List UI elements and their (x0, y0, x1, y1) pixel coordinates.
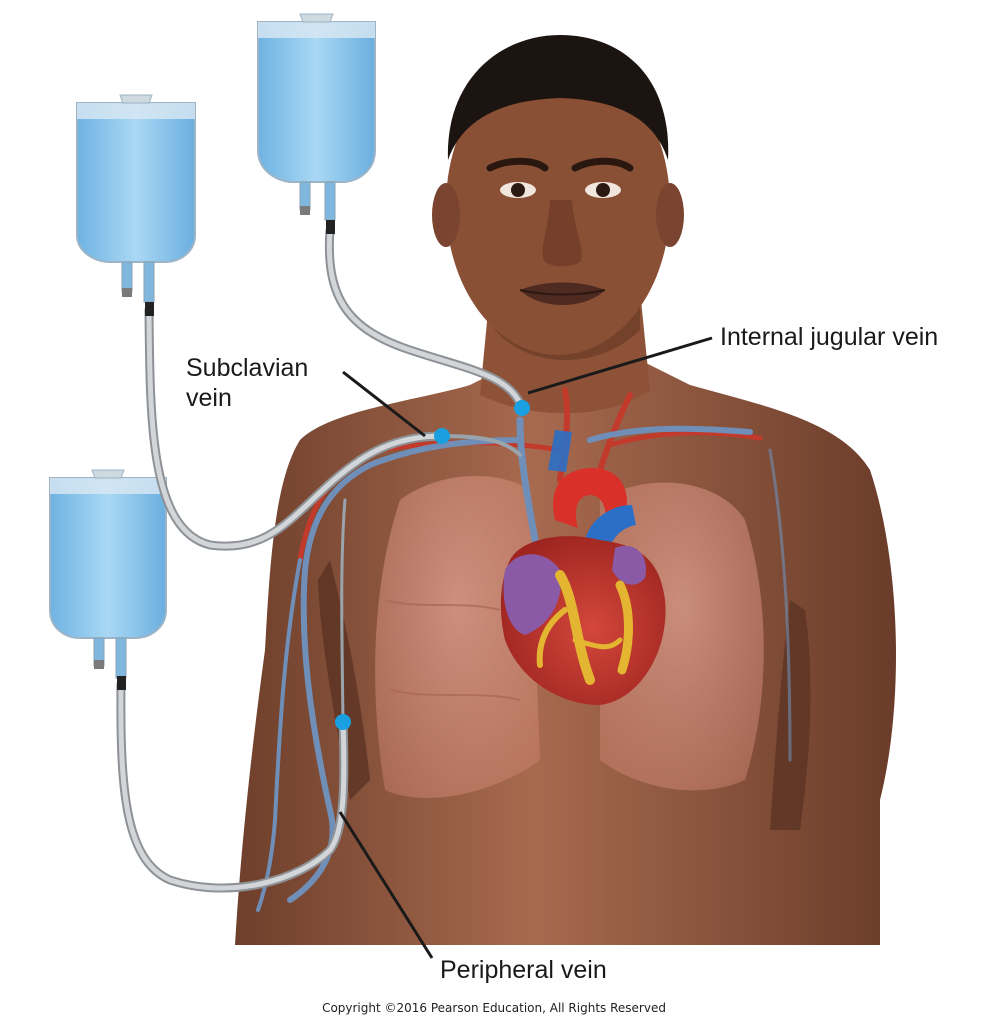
insertion-dot-jugular (514, 400, 530, 416)
insertion-dot-subclavian (434, 428, 450, 444)
iv-bag-lower-left (49, 469, 167, 679)
hair (447, 35, 669, 160)
leader-peripheral (338, 811, 434, 959)
label-subclavian-line2: vein (186, 384, 232, 412)
head (432, 35, 684, 355)
insertion-dot-peripheral (335, 714, 351, 730)
copyright-notice: Copyright ©2016 Pearson Education, All R… (322, 1001, 666, 1015)
label-subclavian-vein: Subclavian vein (186, 353, 308, 413)
leader-lines (338, 336, 713, 959)
label-subclavian-line1: Subclavian (186, 354, 309, 382)
label-internal-jugular-vein: Internal jugular vein (720, 323, 939, 351)
iv-bag-upper-left (76, 94, 196, 303)
leader-subclavian (342, 370, 426, 438)
iv-bag-top (257, 13, 376, 221)
leader-jugular (527, 336, 713, 395)
iv-tubing (116, 220, 527, 893)
heart (500, 430, 666, 705)
label-peripheral-vein: Peripheral vein (440, 956, 607, 984)
right-lung (375, 476, 540, 799)
